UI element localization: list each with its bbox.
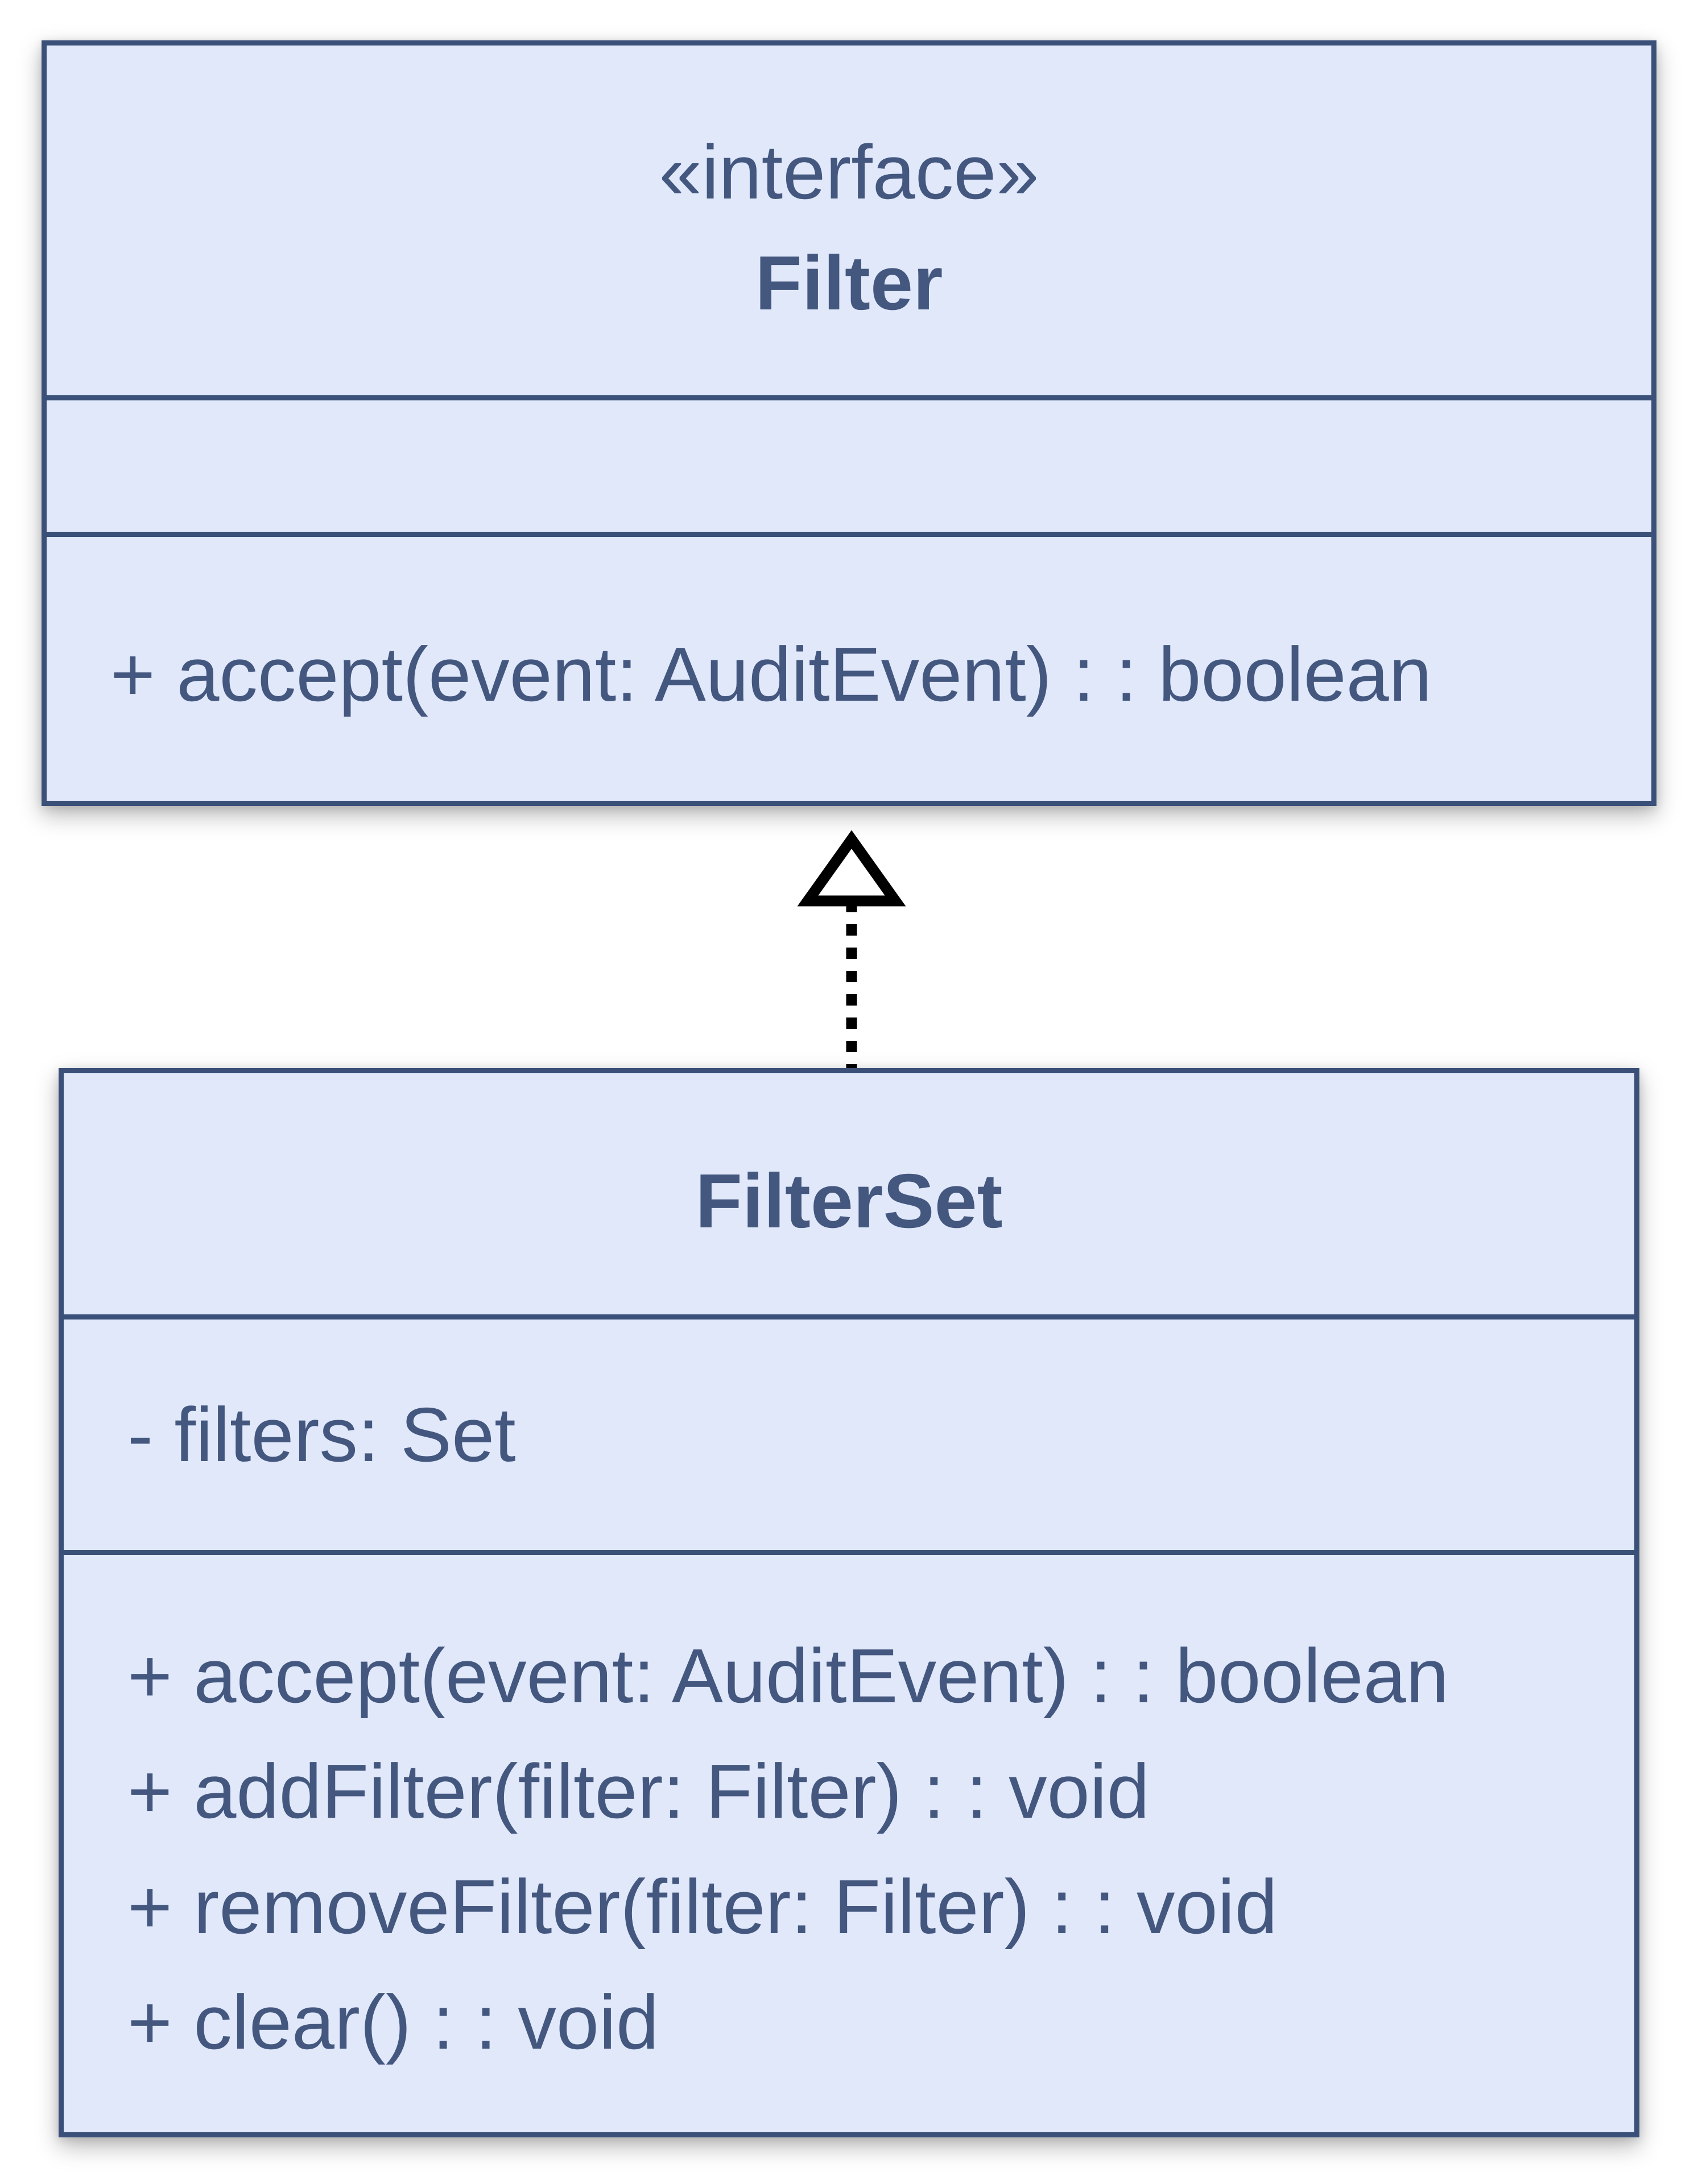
realization-arrow — [797, 830, 906, 1068]
hollow-triangle-arrowhead-icon — [797, 830, 906, 907]
stereotype-label: «interface» — [659, 129, 1039, 215]
method-addfilter: + addFilter(filter: Filter) : : void — [127, 1748, 1150, 1834]
filterset-attributes-compartment: - filters: Set — [64, 1314, 1634, 1550]
class-box-filter: «interface» Filter + accept(event: Audit… — [42, 40, 1656, 806]
filterset-methods-compartment: + accept(event: AuditEvent) : : boolean … — [64, 1550, 1634, 2132]
method-clear: + clear() : : void — [127, 1979, 659, 2065]
filter-title-compartment: «interface» Filter — [47, 46, 1651, 395]
attribute-filters: - filters: Set — [127, 1392, 516, 1478]
class-name-filter: Filter — [755, 239, 943, 326]
filter-methods-compartment: + accept(event: AuditEvent) : : boolean — [47, 532, 1651, 801]
method-accept: + accept(event: AuditEvent) : : boolean — [127, 1632, 1449, 1719]
class-name-filterset: FilterSet — [695, 1157, 1003, 1244]
class-box-filterset: FilterSet - filters: Set + accept(event:… — [59, 1068, 1639, 2137]
filter-attributes-compartment — [47, 395, 1651, 532]
method-removefilter: + removeFilter(filter: Filter) : : void — [127, 1863, 1278, 1950]
method-accept: + accept(event: AuditEvent) : : boolean — [110, 631, 1432, 717]
filterset-title-compartment: FilterSet — [64, 1073, 1634, 1314]
